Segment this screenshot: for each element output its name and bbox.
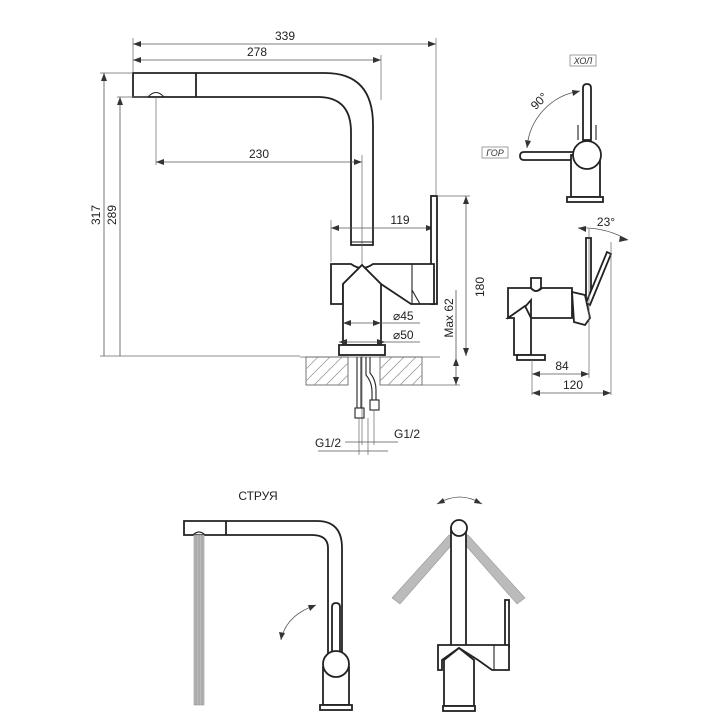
counter-right (379, 356, 423, 386)
hose-right (365, 357, 377, 400)
angle-23: 23° (597, 215, 615, 229)
tilt-arc-23 (577, 226, 629, 242)
side-base (516, 354, 546, 361)
dim-289: 289 (105, 205, 119, 225)
spray-right (460, 534, 526, 605)
side-lever-tilted (584, 250, 613, 307)
counter-left (305, 356, 349, 386)
dim-317: 317 (89, 205, 103, 225)
water-stream (193, 534, 205, 706)
dim-84: 84 (555, 359, 569, 373)
hot-label: ГОР (486, 148, 504, 158)
top-view (481, 54, 604, 203)
top-base (566, 196, 604, 203)
lever-hot-position (519, 151, 576, 161)
base-plate (338, 344, 386, 356)
swing-arc (279, 604, 317, 641)
valve-detail (411, 264, 421, 305)
fitting-right (369, 399, 380, 411)
side-lever-base (571, 290, 591, 327)
pullout-lever (331, 602, 341, 656)
rotation-arc-90 (525, 90, 581, 149)
spout (132, 72, 374, 246)
main-view (100, 38, 470, 455)
swivel-body (437, 644, 510, 671)
dim-d50: ⌀50 (393, 328, 414, 342)
dim-line-230 (156, 159, 362, 165)
dim-line-119 (331, 225, 434, 231)
dim-119: 119 (390, 213, 409, 227)
dim-120: 120 (563, 378, 583, 392)
swivel-spout (450, 527, 467, 651)
dim-line-max62 (453, 290, 459, 385)
dim-g12-right: G1/2 (394, 427, 420, 441)
dim-line-180 (463, 196, 469, 356)
fitting-left (354, 407, 365, 419)
dim-278: 278 (247, 45, 267, 59)
cold-label-box (569, 54, 597, 67)
cold-label: ХОЛ (573, 56, 593, 66)
dim-339: 339 (275, 29, 295, 43)
dim-line-d50 (339, 339, 420, 345)
dim-line-317 (101, 73, 107, 356)
hot-label-box (481, 146, 509, 159)
pullout-cartridge (322, 650, 350, 678)
pullout-view (183, 520, 353, 711)
dim-d45: ⌀45 (393, 309, 414, 323)
side-view (505, 226, 629, 396)
angle-90: 90° (528, 90, 551, 113)
dim-line-d45 (343, 320, 420, 326)
hose-left (356, 357, 362, 408)
side-cap (530, 277, 542, 292)
stream-mode-label: СТРУЯ (238, 489, 277, 503)
dim-230: 230 (249, 147, 269, 161)
lever-cold-position (582, 83, 592, 141)
dim-max62: Max 62 (442, 298, 456, 338)
swivel-arc (436, 496, 483, 505)
dim-180: 180 (473, 277, 487, 297)
dim-line-278 (133, 57, 381, 63)
dim-line-120 (532, 390, 611, 396)
dim-line-84 (532, 371, 589, 377)
pullout-spout (183, 520, 343, 701)
pullout-base (319, 704, 353, 711)
dim-line-339 (133, 41, 436, 47)
swivel-head (450, 519, 468, 537)
spray-left (391, 534, 457, 605)
swivel-lever (504, 599, 510, 649)
dim-line-289 (117, 97, 123, 356)
top-cartridge (572, 140, 602, 170)
dim-g12-left: G1/2 (315, 436, 341, 450)
swivel-view (391, 496, 526, 712)
swivel-base (442, 705, 476, 712)
aerator (147, 91, 165, 98)
swivel-lower (443, 646, 475, 707)
